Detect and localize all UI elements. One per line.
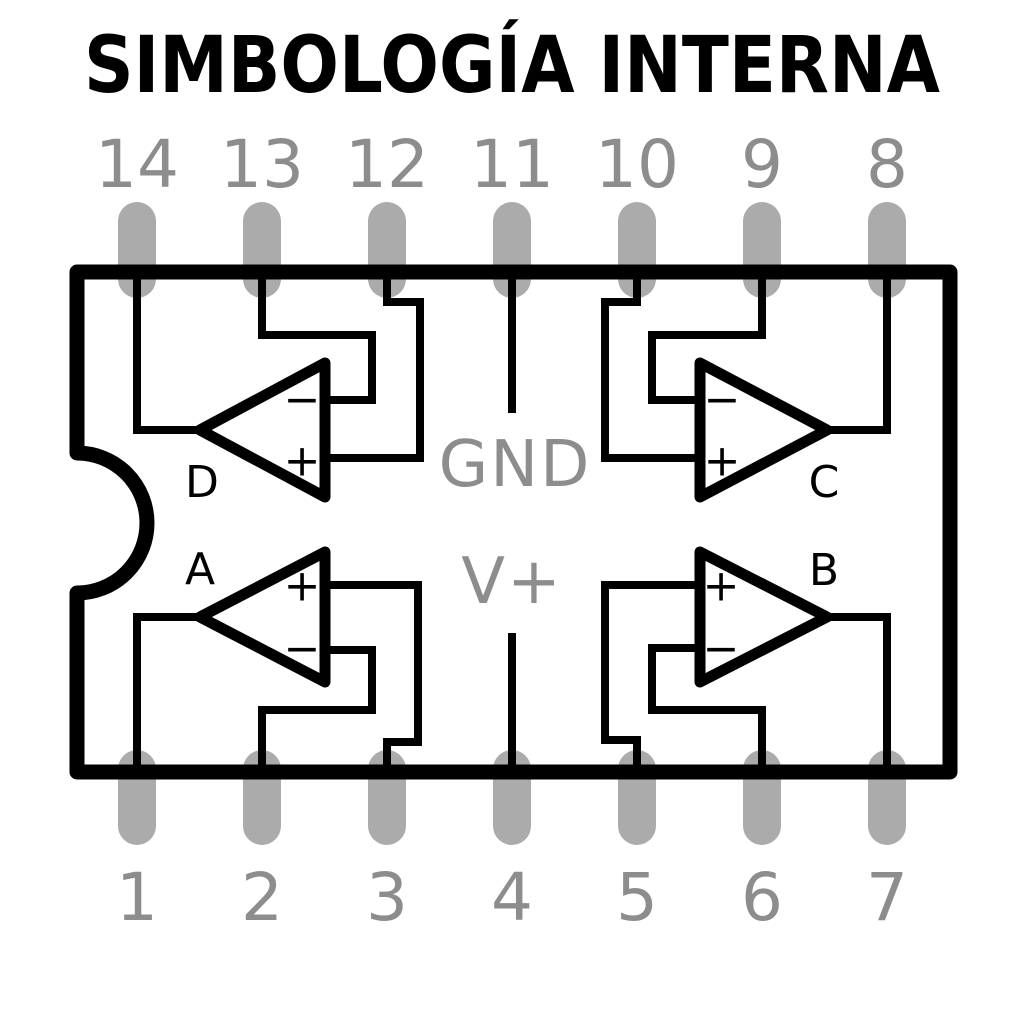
opamp-d-triangle	[194, 357, 331, 503]
wire-pin8-opamp-c-output	[827, 272, 891, 434]
pin-4-number: 4	[491, 859, 533, 936]
opamp-c-noninverting-sign: +	[704, 436, 741, 487]
opamp-d-noninverting-sign: +	[284, 436, 321, 487]
pin-14-number: 14	[95, 126, 179, 203]
pin-9-number: 9	[741, 126, 783, 203]
opamp-b-label: B	[809, 545, 839, 596]
opamp-a-triangle	[194, 546, 331, 688]
pin-13-number: 13	[220, 126, 304, 203]
pin-2-number: 2	[241, 859, 283, 936]
opamp-d-label: D	[185, 457, 219, 508]
wire-pin14-opamp-d-output	[133, 272, 200, 434]
opamp-b-inverting-sign: −	[703, 624, 740, 675]
vplus-label: V+	[461, 545, 562, 619]
opamp-b-triangle	[694, 546, 833, 688]
wire-pin13-opamp-d-inverting	[258, 272, 376, 404]
wire-pin6-opamp-b-inverting	[648, 644, 766, 772]
pin-7-number: 7	[866, 859, 908, 936]
pin-11-number: 11	[470, 126, 554, 203]
opamp-d-inverting-sign: −	[284, 375, 321, 426]
pin-10-number: 10	[595, 126, 679, 203]
opamp-a-label: A	[185, 544, 215, 595]
pin-12-number: 12	[345, 126, 429, 203]
wire-pin10-opamp-c-noninverting	[601, 272, 700, 462]
wire-pin12-opamp-d-noninverting	[325, 272, 424, 462]
wire-pin2-opamp-a-inverting	[258, 646, 376, 772]
wire-pin3-opamp-a-noninverting	[325, 581, 422, 772]
opamp-c-triangle	[694, 357, 833, 503]
wire-pin9-opamp-c-inverting	[648, 272, 766, 404]
opamp-a-noninverting-sign: +	[284, 561, 321, 612]
opamp-c-label: C	[809, 457, 840, 508]
pin-5-number: 5	[616, 859, 658, 936]
opamp-c-inverting-sign: −	[704, 375, 741, 426]
ic-chip-outline	[69, 264, 958, 780]
pin-8-number: 8	[866, 126, 908, 203]
pin-6-number: 6	[741, 859, 783, 936]
pin-1-number: 1	[116, 859, 158, 936]
diagram-title: SIMBOLOGÍA INTERNA	[84, 19, 940, 111]
gnd-label: GND	[439, 428, 592, 502]
wire-pin7-opamp-b-output	[827, 613, 891, 772]
wire-pin5-opamp-b-noninverting	[601, 581, 700, 772]
pin-3-number: 3	[366, 859, 408, 936]
wire-pin1-opamp-a-output	[133, 613, 200, 772]
opamp-a-inverting-sign: −	[284, 624, 321, 675]
opamp-b-noninverting-sign: +	[703, 561, 740, 612]
